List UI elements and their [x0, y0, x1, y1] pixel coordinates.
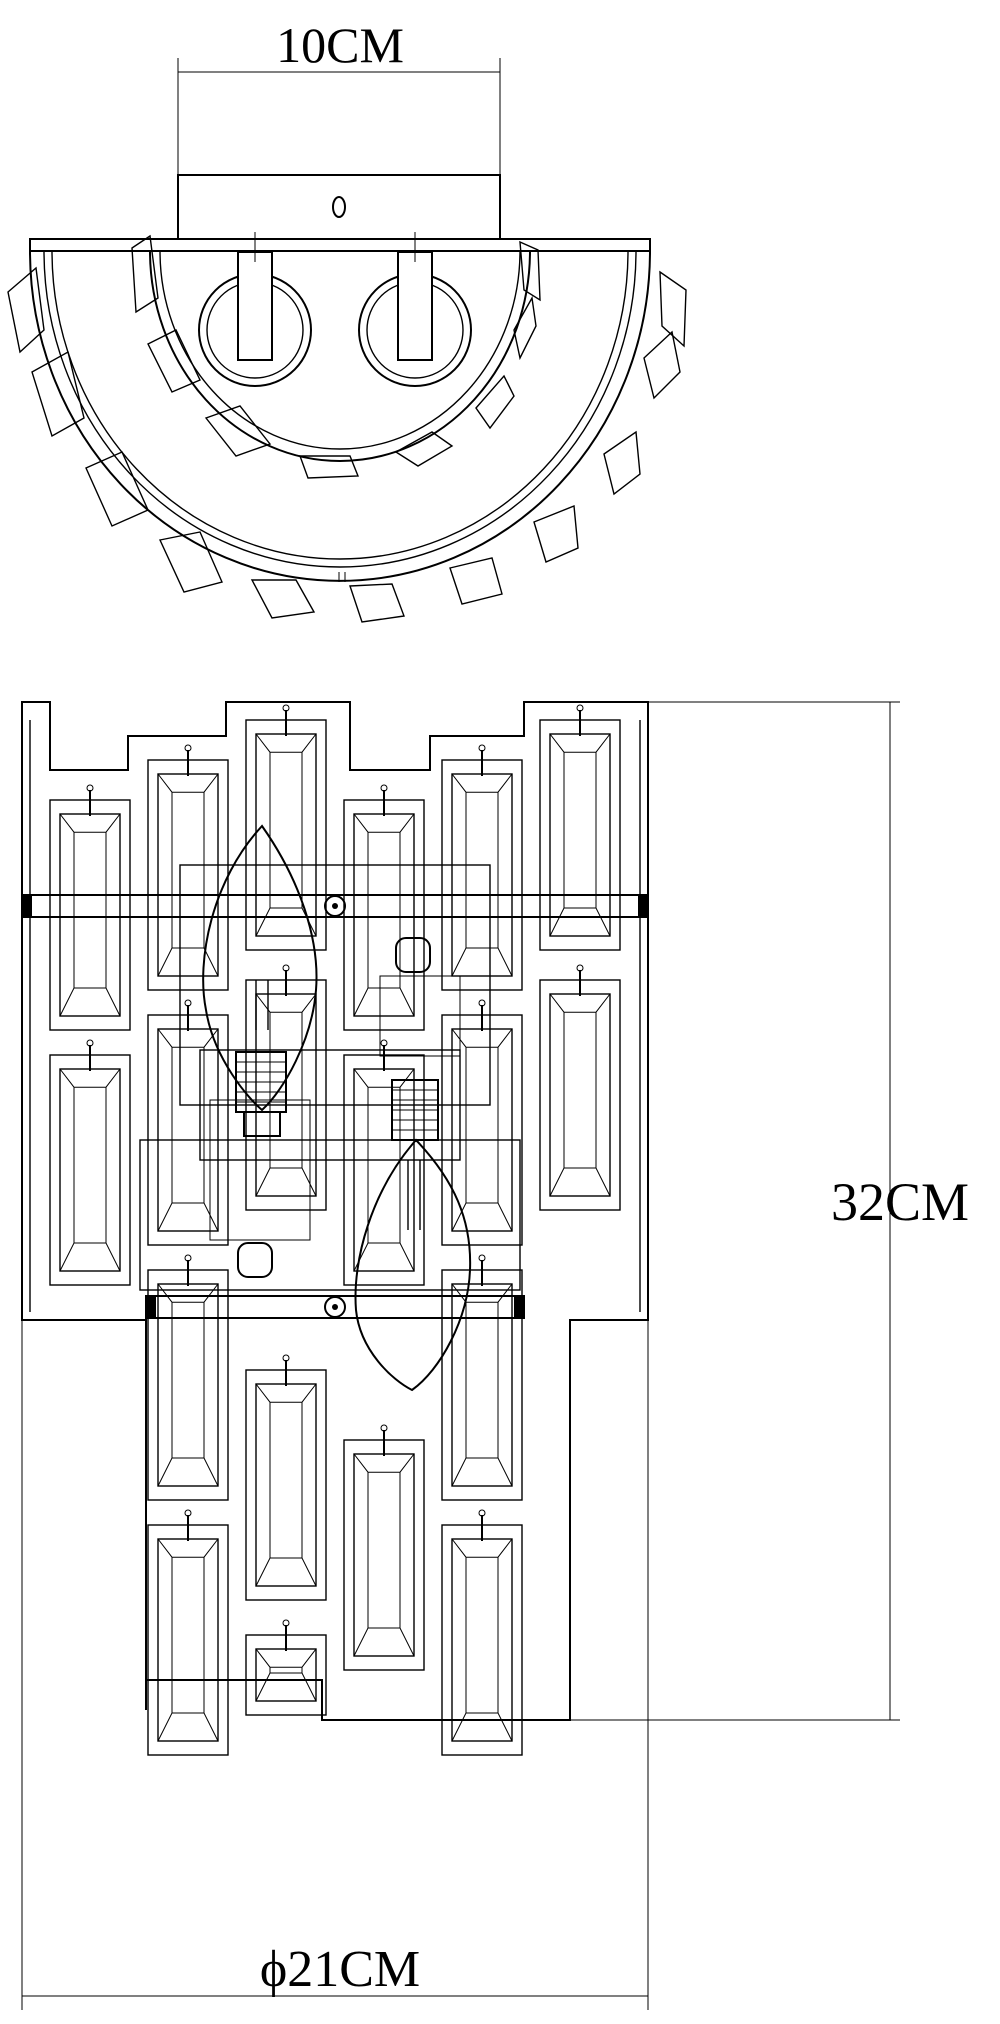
inner-frame — [139, 864, 521, 1291]
crystal-prism — [441, 1254, 523, 1501]
candle-bulb-left — [202, 824, 318, 1137]
ring-link-lower — [237, 1242, 273, 1278]
height-label: 32CM — [831, 1172, 969, 1232]
upper-crossbar — [21, 894, 649, 918]
crystal-prism — [147, 1254, 229, 1501]
lower-crossbar — [145, 1295, 525, 1319]
top-width-dimension: 10CM — [177, 17, 501, 175]
crystal-prism — [147, 999, 229, 1246]
crystal-prism — [245, 1354, 327, 1601]
crystal-prism — [539, 964, 621, 1211]
candle-bulb-right — [354, 1079, 472, 1392]
backing-bar — [29, 238, 651, 252]
crystal-prism — [49, 1039, 131, 1286]
inner-shade-arc — [149, 250, 531, 462]
crystal-prism — [343, 1424, 425, 1671]
front-silhouette — [21, 701, 649, 1721]
crystal-prism — [441, 999, 523, 1246]
crystal-prism — [441, 744, 523, 991]
crystal-prism — [147, 1509, 229, 1756]
crystal-prism — [441, 1509, 523, 1756]
bulb-holder-right — [358, 232, 472, 387]
outer-shade-arc — [29, 250, 651, 582]
crystal-prisms — [49, 704, 621, 1756]
crystal-prism — [539, 704, 621, 951]
inner-crystals — [131, 234, 541, 479]
crystal-prism — [245, 964, 327, 1211]
top-width-label: 10CM — [276, 17, 404, 73]
height-dimension: 32CM — [570, 701, 969, 1721]
ring-link-upper — [395, 937, 431, 973]
crystal-prism — [245, 704, 327, 951]
crystal-prism — [343, 1039, 425, 1286]
outer-crystals — [7, 266, 687, 623]
diameter-dimension: ϕ21CM — [21, 1320, 649, 2010]
wall-plate — [177, 174, 501, 240]
front-view: 32CM ϕ21CM — [21, 701, 969, 2010]
crystal-prism — [49, 784, 131, 1031]
top-view: 10CM — [7, 17, 687, 623]
crystal-prism — [343, 784, 425, 1031]
crystal-prism — [147, 744, 229, 991]
diameter-label: ϕ21CM — [260, 1941, 420, 1998]
crystal-prism — [245, 1619, 327, 1716]
bulb-holder-left — [198, 232, 312, 387]
